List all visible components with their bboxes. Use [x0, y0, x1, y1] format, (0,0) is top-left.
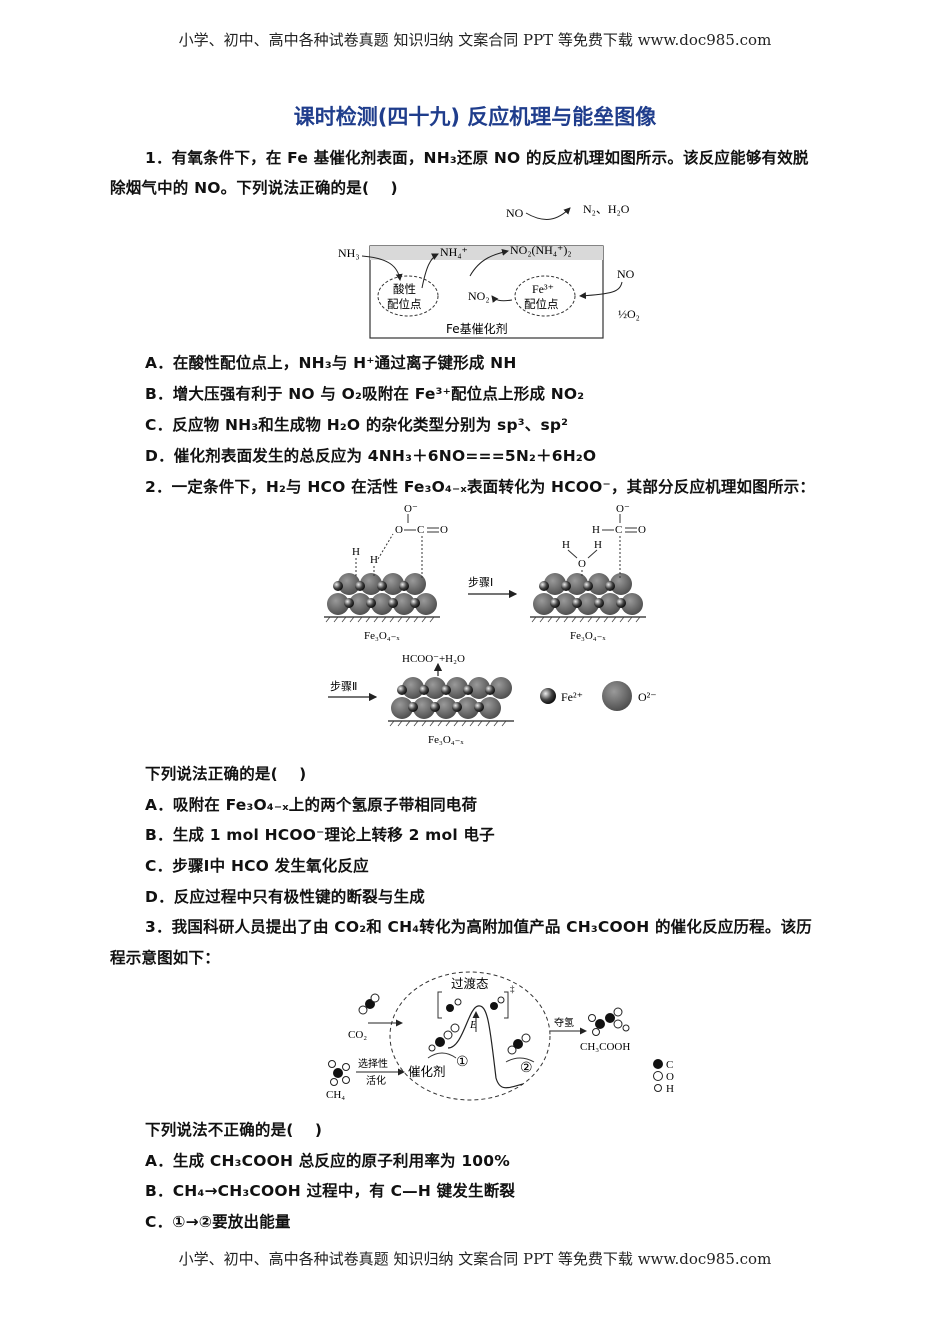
- surface-left: Fe₃O₄₋ₓ H H O⁻ O C O: [324, 503, 448, 642]
- label-take-h: 夺氢: [554, 1016, 574, 1029]
- q2-option-a: A．吸附在 Fe₃O₄₋ₓ上的两个氢原子带相同电荷: [145, 796, 478, 814]
- q1-option-c: C．反应物 NH₃和生成物 H₂O 的杂化类型分别为 sp³、sp²: [145, 416, 569, 434]
- label-step-1: ①: [456, 1055, 469, 1070]
- o-layer-top-left: [338, 573, 426, 595]
- label-surface-right: Fe₃O₄₋ₓ: [570, 630, 606, 642]
- page-footer: 小学、初中、高中各种试卷真题 知识归纳 文案合同 PPT 等免费下载 www.d…: [178, 1250, 772, 1268]
- intermediate-2: [505, 1033, 535, 1063]
- q1-option-d: D．催化剂表面发生的总反应为 4NH₃＋6NO===5N₂＋6H₂O: [145, 447, 597, 465]
- label-surface-bottom: Fe₃O₄₋ₓ: [428, 734, 464, 746]
- label-surface-left: Fe₃O₄₋ₓ: [364, 630, 400, 642]
- label-step2: 步骤Ⅱ: [330, 680, 357, 693]
- label-o-minus-right: O⁻: [616, 503, 630, 515]
- label-no2: NO₂: [468, 289, 490, 303]
- label-h-left-1: H: [352, 546, 360, 558]
- label-c-left: C: [417, 524, 424, 536]
- legend-h-label: H: [666, 1083, 674, 1095]
- legend-o-atom: [653, 1071, 663, 1081]
- reaction-zone: [389, 971, 551, 1101]
- label-h-right-2: H: [594, 539, 602, 551]
- label-step-2: ②: [520, 1061, 533, 1076]
- label-product: HCOO⁻+H₂O: [402, 653, 465, 665]
- page-title: 课时检测(四十九) 反应机理与能垒图像: [293, 105, 657, 129]
- label-catalyst: 催化剂: [408, 1064, 446, 1079]
- label-fe-site-2: 配位点: [524, 297, 559, 311]
- label-catalyst: Fe基催化剂: [446, 321, 508, 336]
- fe-ions-left: [333, 581, 420, 608]
- q2-stem: 2．一定条件下，H₂与 HCO 在活性 Fe₃O₄₋ₓ表面转化为 HCOO⁻，其…: [145, 478, 816, 496]
- surface-bottom: HCOO⁻+H₂O Fe₃O₄₋ₓ: [388, 653, 514, 746]
- label-selective-2: 活化: [366, 1074, 386, 1087]
- label-acid-site-1: 酸性: [393, 282, 416, 296]
- legend-fe-ion: [540, 688, 556, 704]
- label-no-top: NO: [506, 206, 524, 220]
- label-h-right-3: H: [592, 524, 600, 536]
- label-half-o2: ½O₂: [618, 307, 640, 321]
- label-o-left: O: [395, 524, 403, 536]
- label-o-left-2: O: [440, 524, 448, 536]
- q1-stem-line2: 除烟气中的 NO。下列说法正确的是( ): [110, 179, 398, 197]
- label-n2-h2o: N₂、H₂O: [583, 202, 630, 216]
- q2-option-d: D．反应过程中只有极性键的断裂与生成: [145, 888, 425, 906]
- q2-option-b: B．生成 1 mol HCOO⁻理论上转移 2 mol 电子: [145, 826, 495, 844]
- label-no2-nh4: NO₂(NH₄⁺)₂: [510, 243, 572, 257]
- label-no-right: NO: [617, 267, 635, 281]
- label-c-right: C: [615, 524, 622, 536]
- label-acid-site-2: 配位点: [387, 297, 422, 311]
- q2-figure: Fe₃O₄₋ₓ H H O⁻ O C O 步骤Ⅰ Fe₃O₄₋ₓ H H: [324, 503, 657, 746]
- co2-molecule: [358, 993, 380, 1015]
- label-h-left-2: H: [370, 554, 378, 566]
- label-nh4: NH₄⁺: [440, 245, 468, 259]
- q1-figure: NO N₂、H₂O NH₃ NH₄⁺ NO₂(NH₄⁺)₂ 酸性 配位点 NO₂…: [338, 202, 640, 339]
- q3-figure: 过渡态 ‡ CO₂ CH₄ 选择性 活化 催化剂 ① E ②: [326, 971, 674, 1101]
- label-e: E: [469, 1019, 477, 1031]
- q1-option-a: A．在酸性配位点上，NH₃与 H⁺通过离子键形成 NH: [145, 354, 517, 372]
- label-ch4: CH₄: [326, 1089, 345, 1101]
- fe-site: [514, 275, 576, 317]
- q3-prompt: 下列说法不正确的是( ): [145, 1121, 323, 1139]
- energy-curve: [447, 1005, 524, 1089]
- legend-c-atom: [653, 1059, 663, 1069]
- q3-option-a: A．生成 CH₃COOH 总反应的原子利用率为 100%: [145, 1152, 511, 1170]
- label-o-minus-left: O⁻: [404, 503, 418, 515]
- legend-fe-label: Fe²⁺: [561, 690, 583, 704]
- catalyst-gray-band: [370, 246, 603, 260]
- q2-option-c: C．步骤Ⅰ中 HCO 发生氧化反应: [145, 857, 369, 875]
- q3-option-c: C．①→②要放出能量: [145, 1213, 291, 1231]
- label-selective-1: 选择性: [358, 1057, 388, 1070]
- acid-site: [377, 275, 439, 317]
- ch3cooh-molecule: [588, 1007, 630, 1036]
- legend-c-label: C: [666, 1059, 673, 1071]
- catalyst-box: [369, 245, 604, 339]
- q2-prompt: 下列说法正确的是( ): [145, 765, 307, 783]
- legend-o-label: O²⁻: [638, 690, 657, 704]
- label-step1: 步骤Ⅰ: [468, 576, 493, 589]
- label-h-right-1: H: [562, 539, 570, 551]
- surface-right: Fe₃O₄₋ₓ H H O O⁻ H C O: [530, 503, 646, 642]
- label-o-right: O: [638, 524, 646, 536]
- q3-stem-line1: 3．我国科研人员提出了由 CO₂和 CH₄转化为高附加值产品 CH₃COOH 的…: [145, 918, 812, 936]
- label-ch3cooh: CH₃COOH: [580, 1041, 630, 1053]
- label-fe-site-1: Fe³⁺: [532, 282, 554, 296]
- label-nh3: NH₃: [338, 246, 360, 260]
- ts-molecules: [446, 996, 505, 1012]
- label-co2: CO₂: [348, 1029, 367, 1041]
- o-layer-bottom-left: [327, 593, 437, 615]
- legend-o-label: O: [666, 1071, 674, 1083]
- q3-option-b: B．CH₄→CH₃COOH 过程中，有 C—H 键发生断裂: [145, 1182, 516, 1200]
- q1-stem-line1: 1．有氧条件下，在 Fe 基催化剂表面，NH₃还原 NO 的反应机理如图所示。该…: [145, 149, 809, 167]
- ch4-molecule: [328, 1060, 350, 1086]
- q3-stem-line2: 程示意图如下：: [110, 949, 220, 967]
- page-header: 小学、初中、高中各种试卷真题 知识归纳 文案合同 PPT 等免费下载 www.d…: [178, 31, 772, 49]
- q1-option-b: B．增大压强有利于 NO 与 O₂吸附在 Fe³⁺配位点上形成 NO₂: [145, 385, 585, 403]
- svg-text:‡: ‡: [510, 984, 515, 994]
- label-o-water: O: [578, 558, 586, 570]
- intermediate-1: [427, 1023, 460, 1059]
- label-transition: 过渡态: [451, 976, 489, 991]
- legend-h-atom: [654, 1084, 662, 1092]
- legend-o-ion: [602, 681, 632, 711]
